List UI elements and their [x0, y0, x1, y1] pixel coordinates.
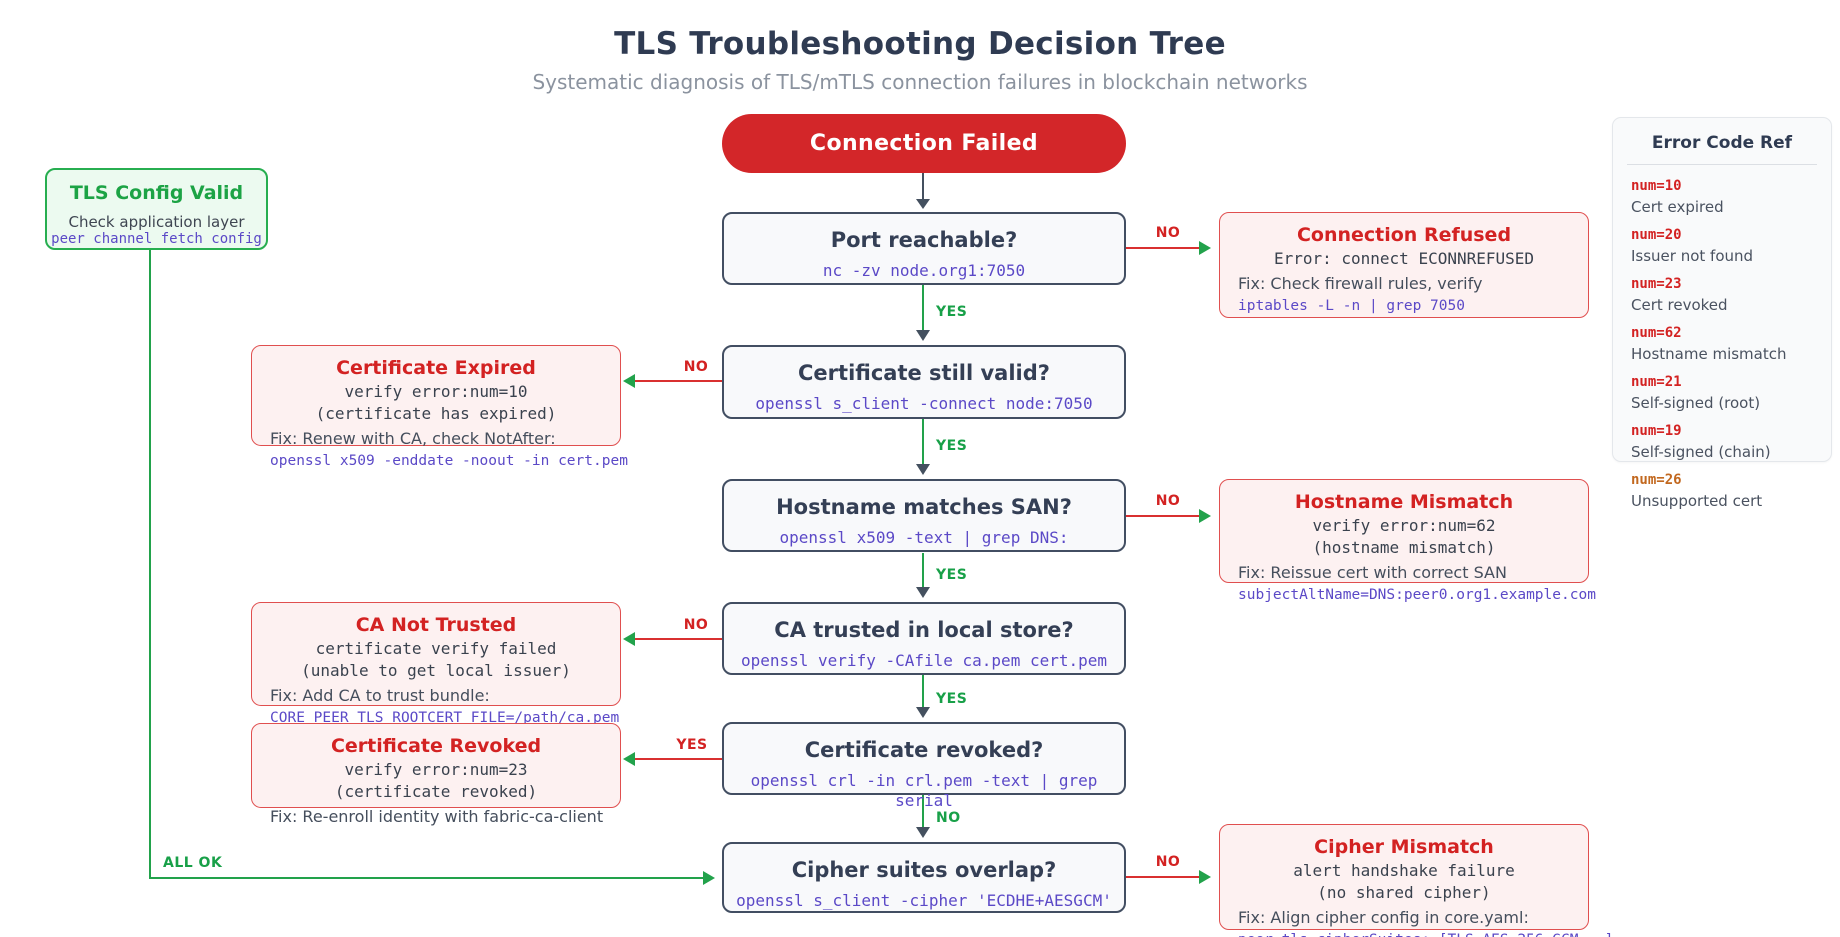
fault-node-hostname-mismatch: Hostname Mismatch verify error:num=62 (h… [1219, 479, 1596, 603]
fault-title: Hostname Mismatch [1294, 491, 1514, 513]
ref-panel-title: Error Code Ref [1651, 133, 1793, 153]
ref-entry-code: num=19 [1631, 423, 1682, 439]
success-title: TLS Config Valid [69, 182, 244, 204]
edge-label-no-good: NO [936, 810, 961, 826]
fault-fix-text: Fix: Check firewall rules, verify [1238, 274, 1483, 293]
ref-entry-desc: Cert expired [1631, 198, 1724, 216]
edge-label-yes: YES [936, 438, 968, 454]
fault-node-ca-not-trusted: CA Not Trusted certificate verify failed… [251, 602, 621, 726]
fault-error-line: verify error:num=62 [1312, 516, 1496, 535]
start-node-connection-failed: Connection Failed [722, 114, 1126, 173]
fault-title: Connection Refused [1296, 224, 1512, 246]
decision-command: openssl s_client -connect node:7050 [755, 394, 1093, 413]
decision-command: nc -zv node.org1:7050 [822, 261, 1026, 280]
decision-title: Port reachable? [830, 228, 1018, 252]
fault-error-line: Error: connect ECONNREFUSED [1273, 249, 1535, 268]
fault-fix-text: Fix: Align cipher config in core.yaml: [1238, 908, 1529, 927]
fault-fix-command: peer.tls.cipherSuites: [TLS_AES_256_GCM.… [1220, 930, 1613, 937]
success-node-tls-config-valid: TLS Config Valid Check application layer… [45, 168, 268, 250]
ref-entry-desc: Unsupported cert [1631, 492, 1763, 510]
fault-title: Certificate Revoked [330, 735, 542, 757]
ref-entry: num=23 Cert revoked [1613, 275, 1831, 315]
ref-entry-desc: Self-signed (chain) [1631, 443, 1771, 461]
fault-fix-command: iptables -L -n | grep 7050 [1238, 298, 1465, 314]
page-subtitle: Systematic diagnosis of TLS/mTLS connect… [532, 70, 1308, 94]
fault-fix-text: Fix: Re-enroll identity with fabric-ca-c… [270, 807, 604, 826]
decision-node-port-reachable: Port reachable? nc -zv node.org1:7050 [722, 212, 1126, 285]
success-text: Check application layer [68, 213, 245, 231]
decision-title: Cipher suites overlap? [791, 858, 1057, 882]
ref-entry: num=21 Self-signed (root) [1613, 373, 1831, 413]
edge-label-yes-bad: YES [676, 737, 708, 753]
decision-command: openssl verify -CAfile ca.pem cert.pem [740, 651, 1108, 670]
decision-title: Certificate revoked? [804, 738, 1044, 762]
ref-entry: num=19 Self-signed (chain) [1613, 422, 1831, 462]
decision-node-cipher-overlap: Cipher suites overlap? openssl s_client … [722, 842, 1126, 913]
edge-label-yes: YES [936, 304, 968, 320]
fault-fix-text: Fix: Reissue cert with correct SAN [1238, 563, 1507, 582]
decision-command: openssl x509 -text | grep DNS: [779, 528, 1069, 547]
edge-label-yes: YES [936, 567, 968, 583]
edge-label-all-ok: ALL OK [163, 855, 223, 871]
success-command: peer channel fetch config [51, 231, 262, 247]
decision-command: openssl crl -in crl.pem -text | grep ser… [750, 771, 1098, 810]
fault-error-line: verify error:num=23 [344, 760, 528, 779]
ref-entry: num=62 Hostname mismatch [1613, 324, 1831, 364]
ref-entry: num=26 Unsupported cert [1613, 471, 1831, 511]
fault-fix-command: subjectAltName=DNS:peer0.org1.example.co… [1238, 587, 1596, 603]
edge-label-yes: YES [936, 691, 968, 707]
fault-error-line: (certificate has expired) [315, 404, 557, 423]
fault-node-cipher-mismatch: Cipher Mismatch alert handshake failure … [1219, 824, 1613, 937]
decision-command: openssl s_client -cipher 'ECDHE+AESGCM' [736, 891, 1112, 910]
fault-fix-text: Fix: Add CA to trust bundle: [270, 686, 490, 705]
fault-error-line: verify error:num=10 [344, 382, 528, 401]
decision-node-hostname-san: Hostname matches SAN? openssl x509 -text… [722, 479, 1126, 552]
ref-entry-code: num=62 [1631, 325, 1682, 341]
ref-entry-code: num=26 [1631, 472, 1682, 488]
page-title: TLS Troubleshooting Decision Tree [614, 26, 1226, 62]
fault-error-line: (certificate revoked) [334, 782, 538, 801]
ref-entry-desc: Self-signed (root) [1631, 394, 1761, 412]
ref-entry-desc: Hostname mismatch [1631, 345, 1787, 363]
decision-title: Hostname matches SAN? [776, 495, 1072, 519]
error-code-ref-panel: Error Code Ref num=10 Cert expired num=2… [1612, 117, 1832, 510]
edge-label-no: NO [1155, 493, 1181, 509]
fault-title: CA Not Trusted [355, 614, 517, 636]
decision-title: CA trusted in local store? [774, 618, 1074, 642]
decision-node-ca-trusted: CA trusted in local store? openssl verif… [722, 602, 1126, 675]
ref-entry-code: num=20 [1631, 227, 1682, 243]
edge-label-no: NO [1155, 225, 1181, 241]
ref-entry-desc: Cert revoked [1631, 296, 1728, 314]
fault-error-line: alert handshake failure [1293, 861, 1515, 880]
ref-entry-code: num=10 [1631, 178, 1682, 194]
ref-entry: num=10 Cert expired [1613, 177, 1831, 217]
decision-node-cert-valid: Certificate still valid? openssl s_clien… [722, 345, 1126, 419]
fault-title: Certificate Expired [336, 357, 536, 379]
fault-title: Cipher Mismatch [1314, 836, 1494, 858]
start-node-label: Connection Failed [809, 131, 1039, 156]
edge-label-no: NO [683, 359, 709, 375]
fault-error-line: (unable to get local issuer) [301, 661, 571, 680]
ref-entry: num=20 Issuer not found [1613, 226, 1831, 266]
decision-node-cert-revoked: Certificate revoked? openssl crl -in crl… [722, 722, 1126, 810]
fault-error-line: certificate verify failed [315, 639, 557, 658]
decision-title: Certificate still valid? [798, 361, 1050, 385]
fault-error-line: (hostname mismatch) [1312, 538, 1496, 557]
ref-entry-code: num=21 [1631, 374, 1682, 390]
fault-node-certificate-expired: Certificate Expired verify error:num=10 … [251, 345, 628, 469]
fault-fix-text: Fix: Renew with CA, check NotAfter: [270, 429, 556, 448]
fault-node-connection-refused: Connection Refused Error: connect ECONNR… [1219, 212, 1589, 318]
ref-entry-desc: Issuer not found [1631, 247, 1754, 265]
ref-entry-code: num=23 [1631, 276, 1682, 292]
ref-panel-divider [1627, 164, 1817, 165]
fault-fix-command: CORE_PEER_TLS_ROOTCERT_FILE=/path/ca.pem [270, 710, 620, 726]
edge-label-no: NO [1155, 854, 1181, 870]
fault-error-line: (no shared cipher) [1317, 883, 1491, 902]
fault-node-certificate-revoked: Certificate Revoked verify error:num=23 … [251, 723, 621, 826]
edge-label-no: NO [683, 617, 709, 633]
fault-fix-command: openssl x509 -enddate -noout -in cert.pe… [270, 453, 628, 469]
